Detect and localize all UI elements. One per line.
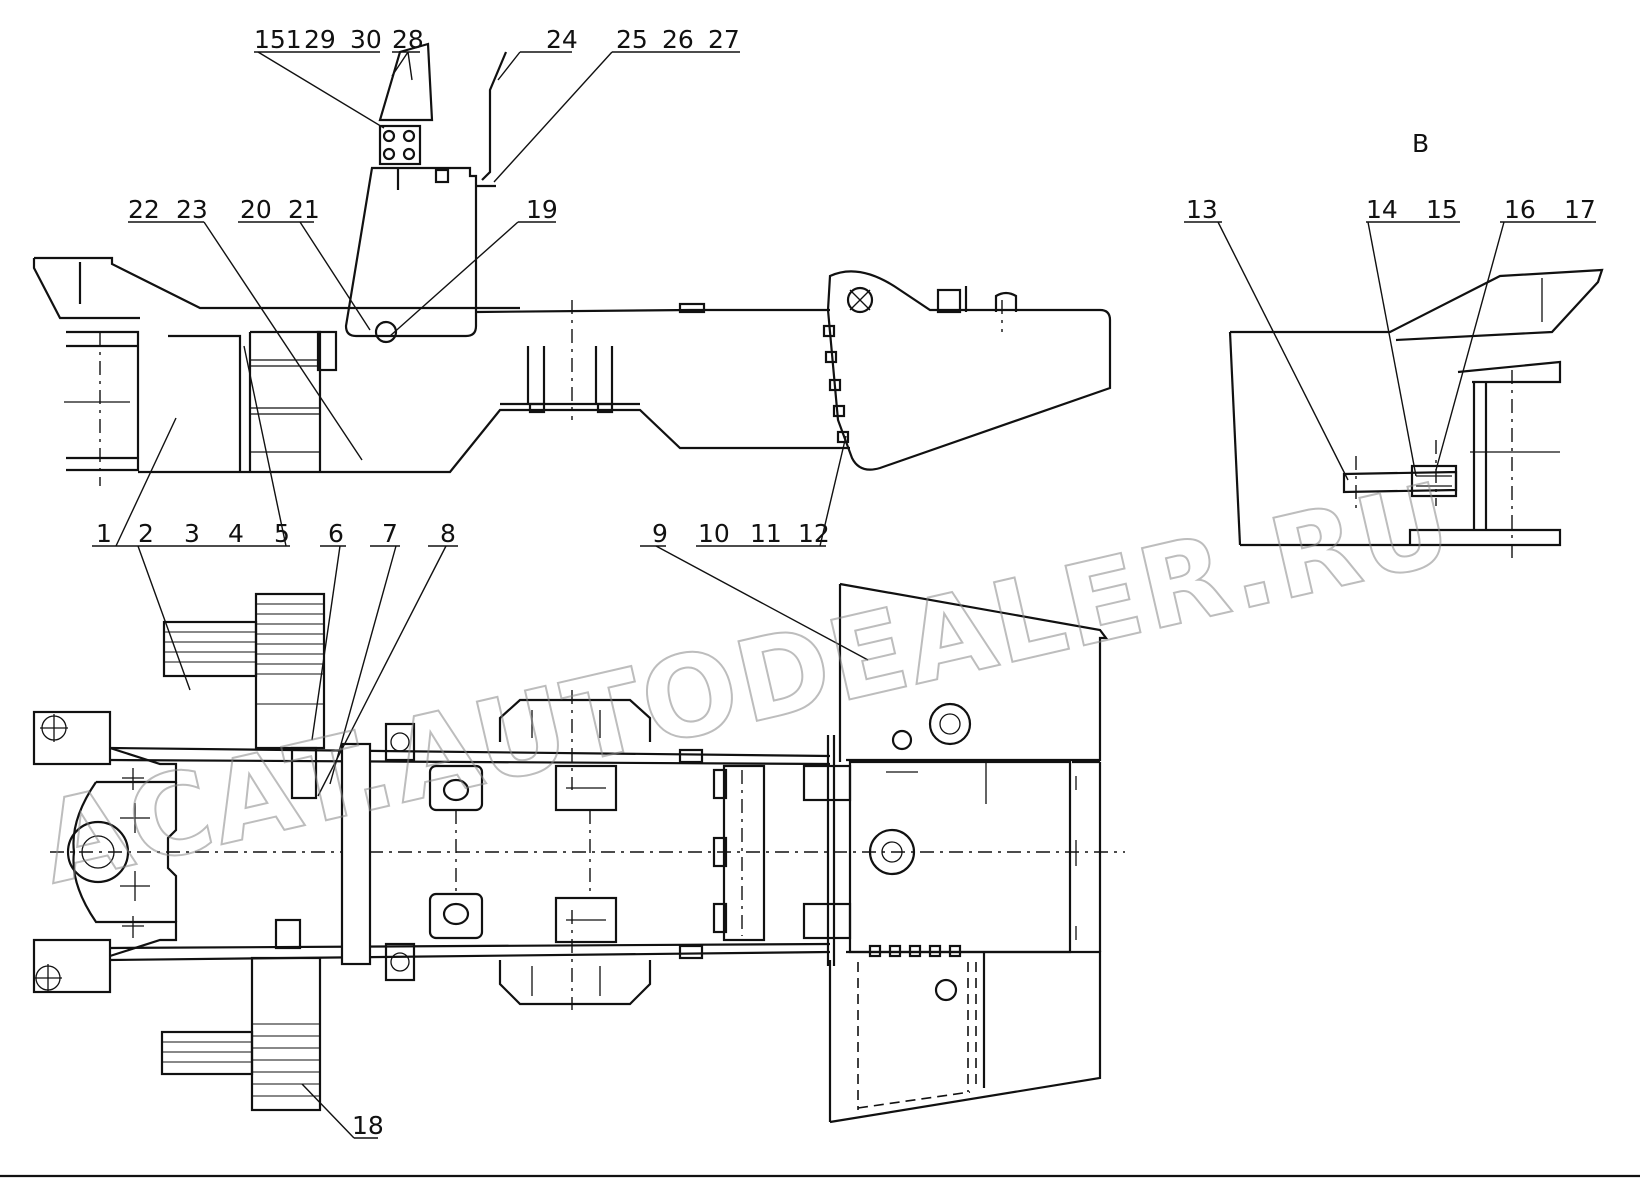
frame-plan-view xyxy=(32,582,1125,1124)
label-10: 10 xyxy=(698,519,730,548)
label-28: 28 xyxy=(392,25,424,54)
label-18: 18 xyxy=(352,1111,384,1140)
leader-lines xyxy=(92,51,1596,1139)
step-ladder-bottom xyxy=(160,918,322,1112)
label-3: 3 xyxy=(184,519,200,548)
label-4: 4 xyxy=(228,519,244,548)
view-label-b: B xyxy=(1412,129,1429,158)
label-26: 26 xyxy=(662,25,694,54)
label-27: 27 xyxy=(708,25,740,54)
label-1: 1 xyxy=(96,519,112,548)
step-ladder-top xyxy=(162,592,326,800)
part-labels: 151 29 30 28 24 25 26 27 B 22 23 20 21 1… xyxy=(96,25,1596,1140)
label-5: 5 xyxy=(274,519,290,548)
label-23: 23 xyxy=(176,195,208,224)
label-22: 22 xyxy=(128,195,160,224)
label-12: 12 xyxy=(798,519,830,548)
label-11: 11 xyxy=(750,519,782,548)
label-9: 9 xyxy=(652,519,668,548)
frame-side-view xyxy=(32,42,1112,486)
label-19: 19 xyxy=(526,195,558,224)
label-6: 6 xyxy=(328,519,344,548)
label-29: 29 xyxy=(304,25,336,54)
label-151: 151 xyxy=(254,25,302,54)
bolt-row xyxy=(822,324,850,444)
label-15: 15 xyxy=(1426,195,1458,224)
watermark-text: ACAT.AUTODEALER.RU xyxy=(29,459,1464,910)
label-8: 8 xyxy=(440,519,456,548)
label-24: 24 xyxy=(546,25,578,54)
label-25: 25 xyxy=(616,25,648,54)
label-7: 7 xyxy=(382,519,398,548)
label-13: 13 xyxy=(1186,195,1218,224)
label-20: 20 xyxy=(240,195,272,224)
label-2: 2 xyxy=(138,519,154,548)
label-16: 16 xyxy=(1504,195,1536,224)
label-14: 14 xyxy=(1366,195,1398,224)
label-30: 30 xyxy=(350,25,382,54)
label-17: 17 xyxy=(1564,195,1596,224)
label-21: 21 xyxy=(288,195,320,224)
detail-view-b xyxy=(1228,268,1604,560)
